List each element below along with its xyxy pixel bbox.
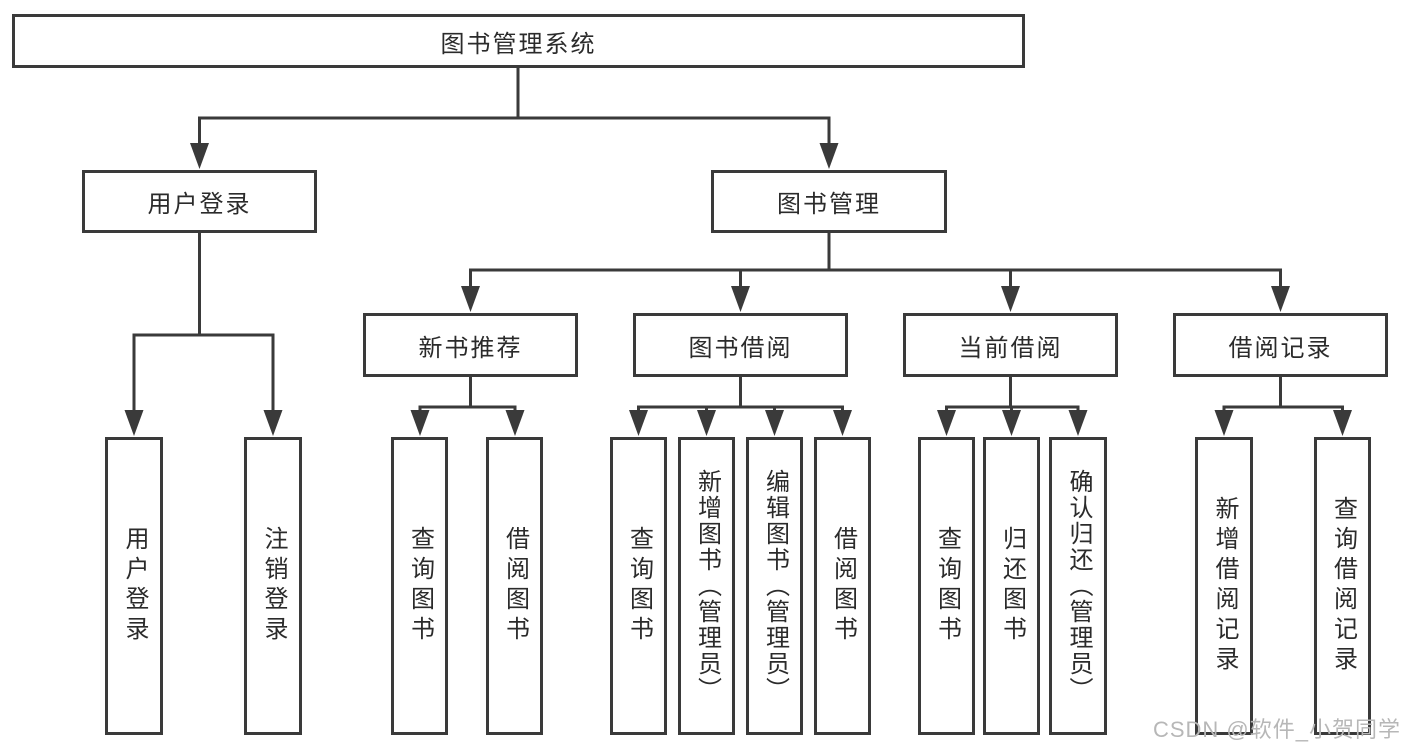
connector-book-management-to-level3	[461, 231, 1290, 312]
node-new-book-recommend: 新书推荐	[363, 313, 578, 377]
node-borrow-records-label: 借阅记录	[1228, 334, 1333, 362]
leaf-br-add-record: 新增借阅记录	[1195, 437, 1253, 735]
node-library-system-label: 图书管理系统	[440, 30, 597, 58]
node-new-book-recommend-label: 新书推荐	[418, 334, 523, 362]
leaf-cb-confirm-return: 确认归还（管理员）	[1049, 437, 1107, 735]
node-book-management-label: 图书管理	[777, 191, 881, 218]
leaf-logout-label: 注销登录	[260, 526, 287, 646]
node-user-login: 用户登录	[82, 170, 317, 233]
leaf-bb-edit-book: 编辑图书（管理员）	[746, 437, 803, 735]
leaf-bb-borrow-book-label: 借阅图书	[829, 526, 857, 646]
leaf-cb-query-book-label: 查询图书	[933, 526, 961, 646]
leaf-nb-query-book: 查询图书	[391, 437, 448, 735]
node-library-system: 图书管理系统	[12, 14, 1025, 68]
leaf-nb-query-book-label: 查询图书	[406, 526, 434, 646]
leaf-user-login-label: 用户登录	[121, 526, 148, 646]
connector-book-borrow-to-children	[629, 375, 852, 436]
leaf-bb-borrow-book: 借阅图书	[814, 437, 871, 735]
node-current-borrow: 当前借阅	[903, 313, 1118, 377]
node-book-borrow: 图书借阅	[633, 313, 848, 377]
leaf-cb-return-book: 归还图书	[983, 437, 1040, 735]
csdn-watermark: CSDN @软件_小贺同学	[1152, 717, 1401, 742]
connector-root-to-level2	[190, 66, 839, 169]
leaf-bb-edit-book-label: 编辑图书（管理员）	[761, 469, 789, 703]
leaf-br-query-record: 查询借阅记录	[1314, 437, 1371, 735]
connector-new-book-recommend-to-children	[410, 375, 525, 436]
connector-current-borrow-to-children	[937, 375, 1088, 436]
node-borrow-records: 借阅记录	[1173, 313, 1388, 377]
leaf-user-login: 用户登录	[105, 437, 163, 735]
leaf-br-add-record-label: 新增借阅记录	[1211, 496, 1238, 676]
node-current-borrow-label: 当前借阅	[958, 334, 1063, 362]
leaf-nb-borrow-book-label: 借阅图书	[501, 526, 529, 646]
connector-borrow-records-to-children	[1214, 375, 1352, 436]
leaf-br-query-record-label: 查询借阅记录	[1329, 496, 1357, 676]
leaf-bb-query-book: 查询图书	[610, 437, 667, 735]
node-user-login-label: 用户登录	[147, 191, 252, 218]
leaf-bb-query-book-label: 查询图书	[625, 526, 653, 646]
leaf-nb-borrow-book: 借阅图书	[486, 437, 543, 735]
leaf-bb-add-book: 新增图书（管理员）	[678, 437, 735, 735]
connector-user-login-to-children	[124, 231, 283, 436]
leaf-cb-confirm-return-label: 确认归还（管理员）	[1065, 469, 1092, 703]
leaf-cb-query-book: 查询图书	[918, 437, 975, 735]
node-book-management: 图书管理	[711, 170, 947, 233]
leaf-bb-add-book-label: 新增图书（管理员）	[693, 469, 721, 703]
leaf-logout: 注销登录	[244, 437, 302, 735]
leaf-cb-return-book-label: 归还图书	[998, 526, 1026, 646]
node-book-borrow-label: 图书借阅	[688, 334, 793, 362]
